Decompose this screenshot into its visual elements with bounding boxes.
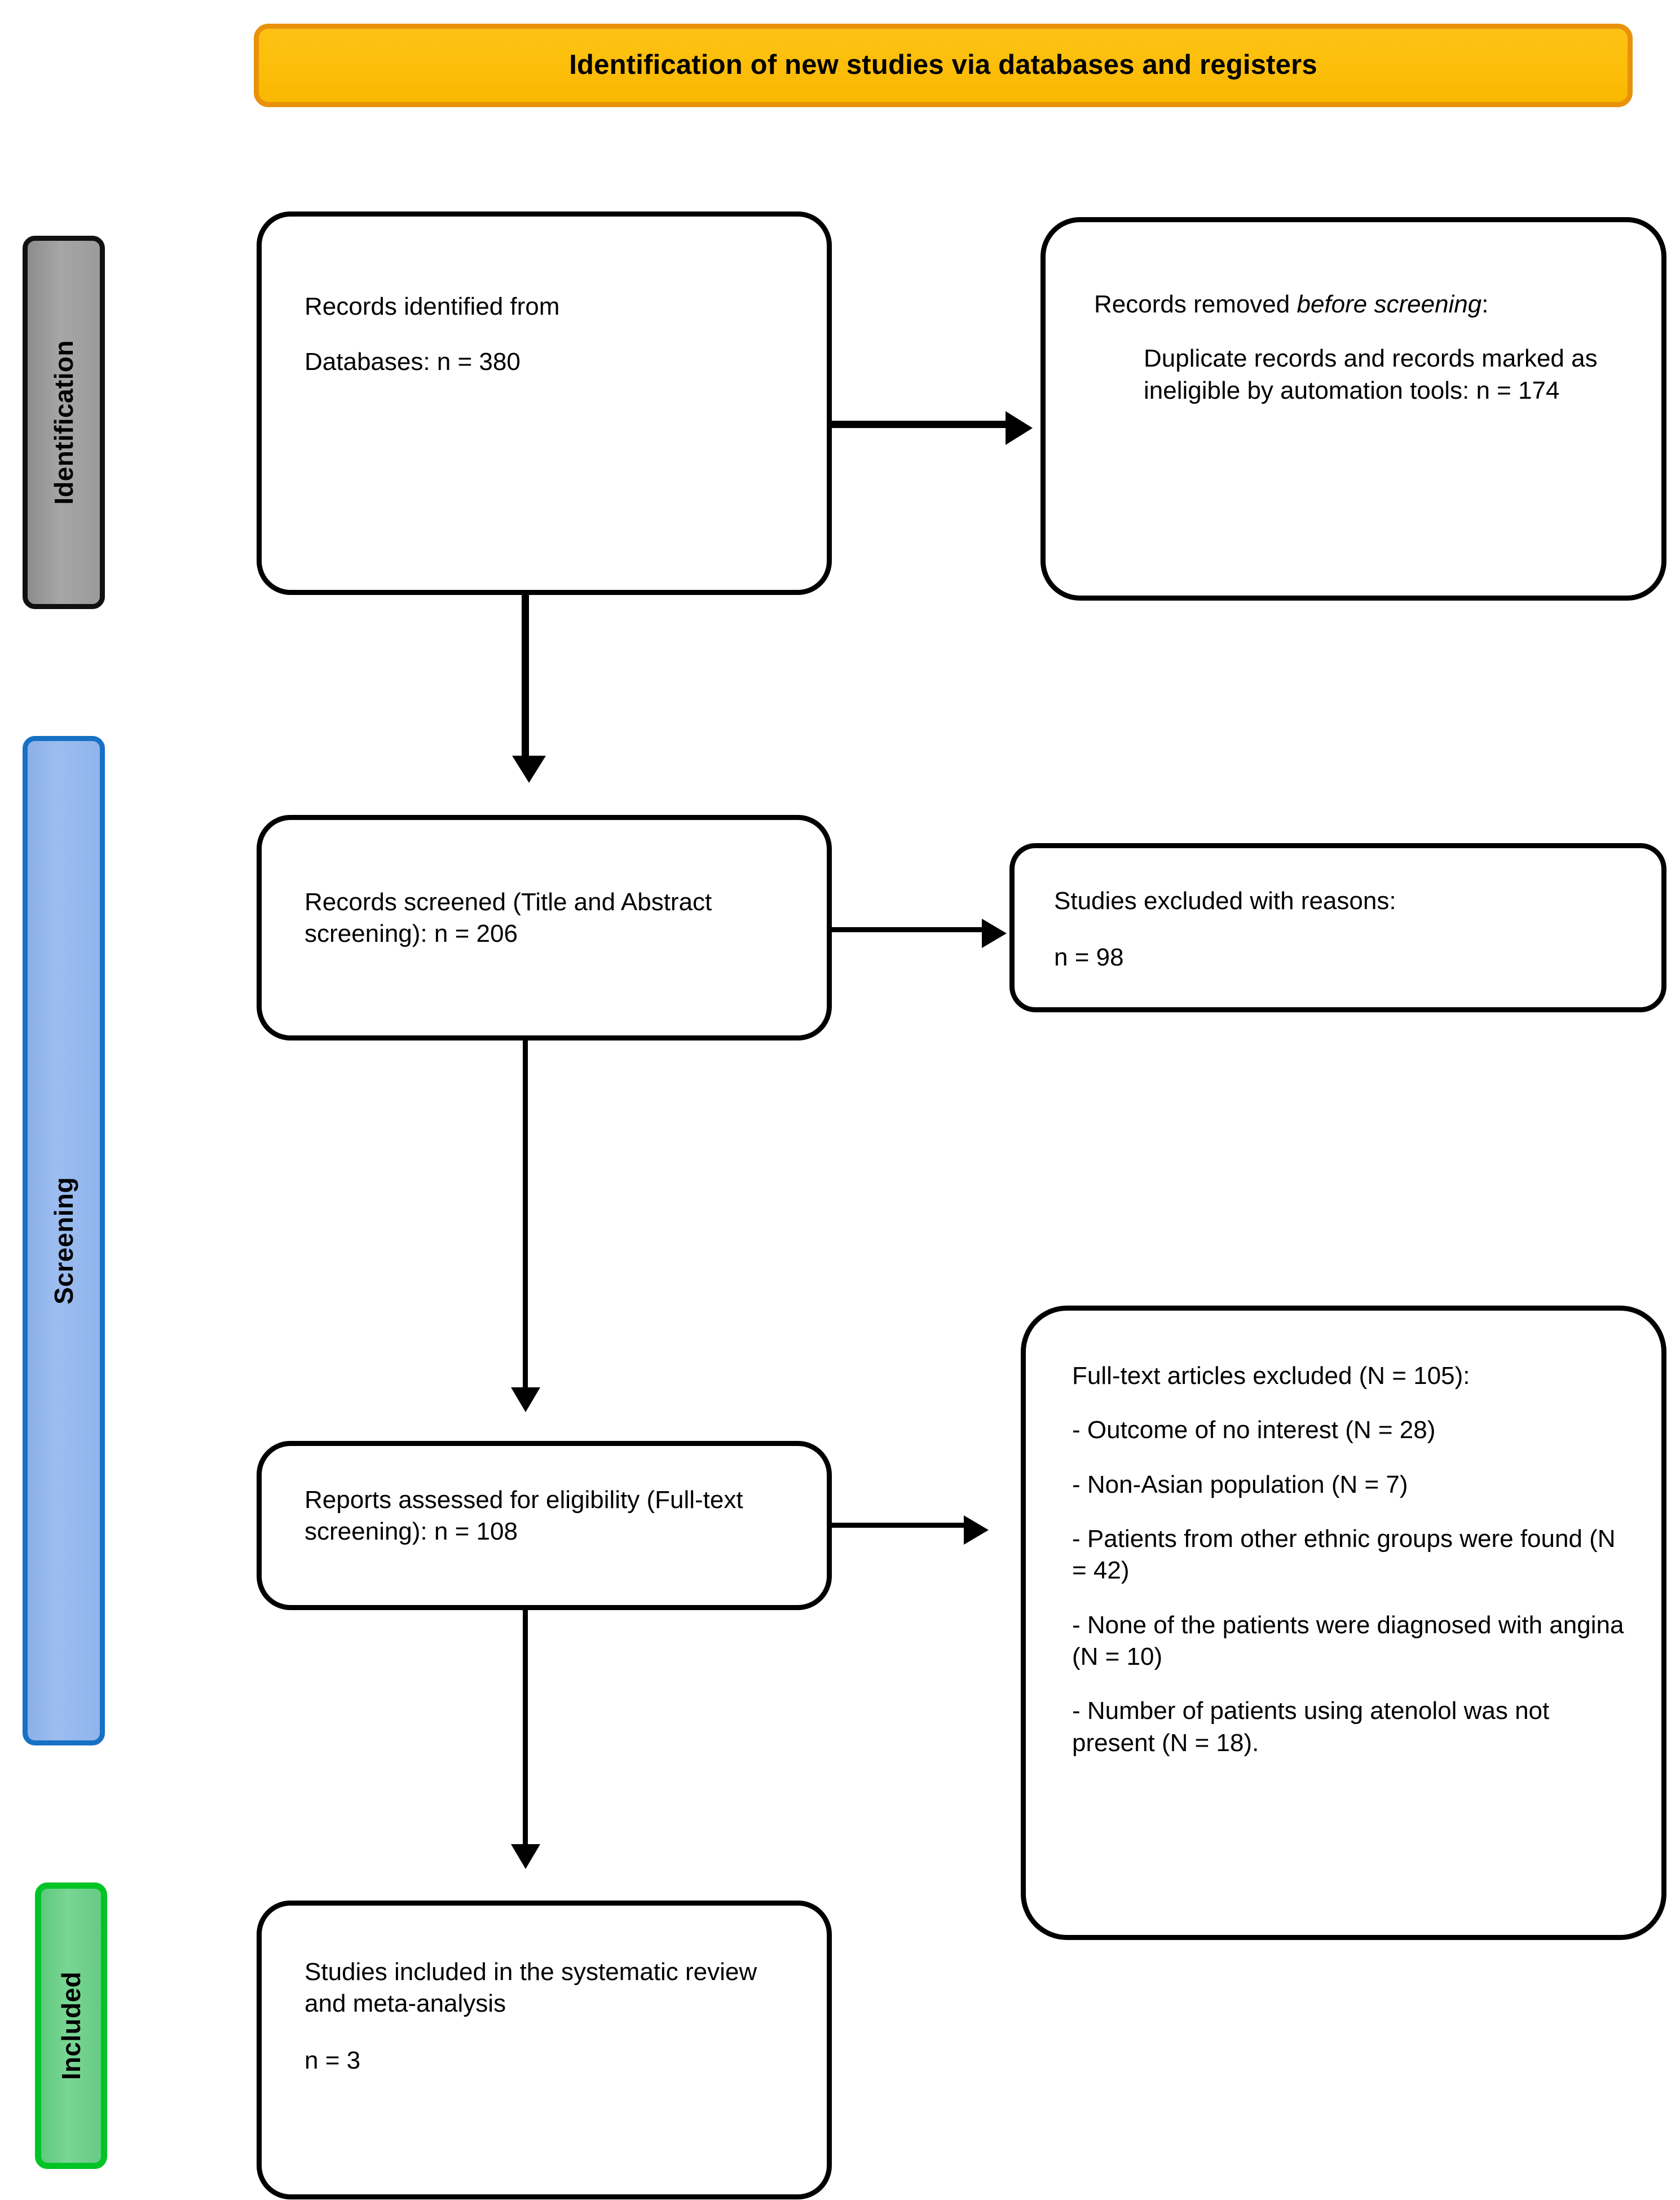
arrow-down-icon (512, 756, 546, 783)
studies-excluded-heading: Studies excluded with reasons: (1054, 887, 1396, 915)
arrow-down-icon (511, 1844, 540, 1869)
fulltext-excluded-reason: - Non-Asian population (N = 7) (1072, 1470, 1408, 1498)
fulltext-excluded-reason: - Outcome of no interest (N = 28) (1072, 1416, 1436, 1444)
connector-identified-to-removed (832, 421, 1007, 428)
stage-bar-identification: Identification (23, 236, 105, 609)
records-identified-line1: Records identified from (305, 293, 560, 320)
connector-screened-to-excluded (832, 927, 983, 932)
stage-label-identification: Identification (49, 340, 79, 505)
stage-bar-included: Included (35, 1882, 107, 2169)
connector-identified-to-screened (522, 595, 529, 759)
arrow-right-icon (1006, 411, 1033, 445)
studies-included-text: Studies included in the systematic revie… (305, 1958, 757, 2018)
diagram-header-banner: Identification of new studies via databa… (254, 24, 1633, 107)
stage-label-included: Included (56, 1971, 86, 2080)
records-removed-heading-a: Records removed (1094, 290, 1297, 318)
fulltext-excluded-reason: - None of the patients were diagnosed wi… (1072, 1611, 1624, 1670)
fulltext-excluded-heading: Full-text articles excluded (N = 105): (1072, 1362, 1470, 1390)
node-studies-included: Studies included in the systematic revie… (257, 1901, 832, 2199)
fulltext-excluded-reason: - Number of patients using atenolol was … (1072, 1697, 1550, 1757)
stage-label-screening: Screening (49, 1176, 79, 1305)
records-removed-heading: Records removed before screening: (1094, 289, 1639, 320)
studies-excluded-count: n = 98 (1054, 944, 1124, 972)
studies-included-count: n = 3 (305, 2046, 361, 2074)
connector-assessed-to-included (523, 1610, 528, 1847)
node-records-identified: Records identified from Databases: n = 3… (257, 211, 832, 595)
records-removed-heading-italic: before screening (1297, 290, 1482, 318)
diagram-title: Identification of new studies via databa… (569, 50, 1317, 81)
arrow-right-icon (982, 919, 1007, 948)
stage-bar-screening: Screening (23, 736, 105, 1745)
node-records-removed: Records removed before screening: Duplic… (1040, 217, 1666, 601)
arrow-down-icon (511, 1387, 540, 1412)
node-fulltext-excluded: Full-text articles excluded (N = 105): -… (1021, 1306, 1666, 1940)
node-studies-excluded: Studies excluded with reasons: n = 98 (1009, 843, 1666, 1012)
arrow-right-icon (964, 1515, 989, 1545)
records-removed-heading-b: : (1481, 290, 1489, 318)
node-reports-assessed: Reports assessed for eligibility (Full-t… (257, 1441, 832, 1610)
connector-assessed-to-fulltext-excluded (832, 1523, 965, 1528)
reports-assessed-text: Reports assessed for eligibility (Full-t… (305, 1486, 743, 1546)
records-screened-text: Records screened (Title and Abstract scr… (305, 888, 712, 948)
fulltext-excluded-reason: - Patients from other ethnic groups were… (1072, 1524, 1616, 1585)
records-removed-detail: Duplicate records and records marked as … (1144, 345, 1598, 404)
node-records-screened: Records screened (Title and Abstract scr… (257, 815, 832, 1041)
records-identified-count: Databases: n = 380 (305, 348, 521, 376)
connector-screened-to-assessed (523, 1041, 528, 1390)
